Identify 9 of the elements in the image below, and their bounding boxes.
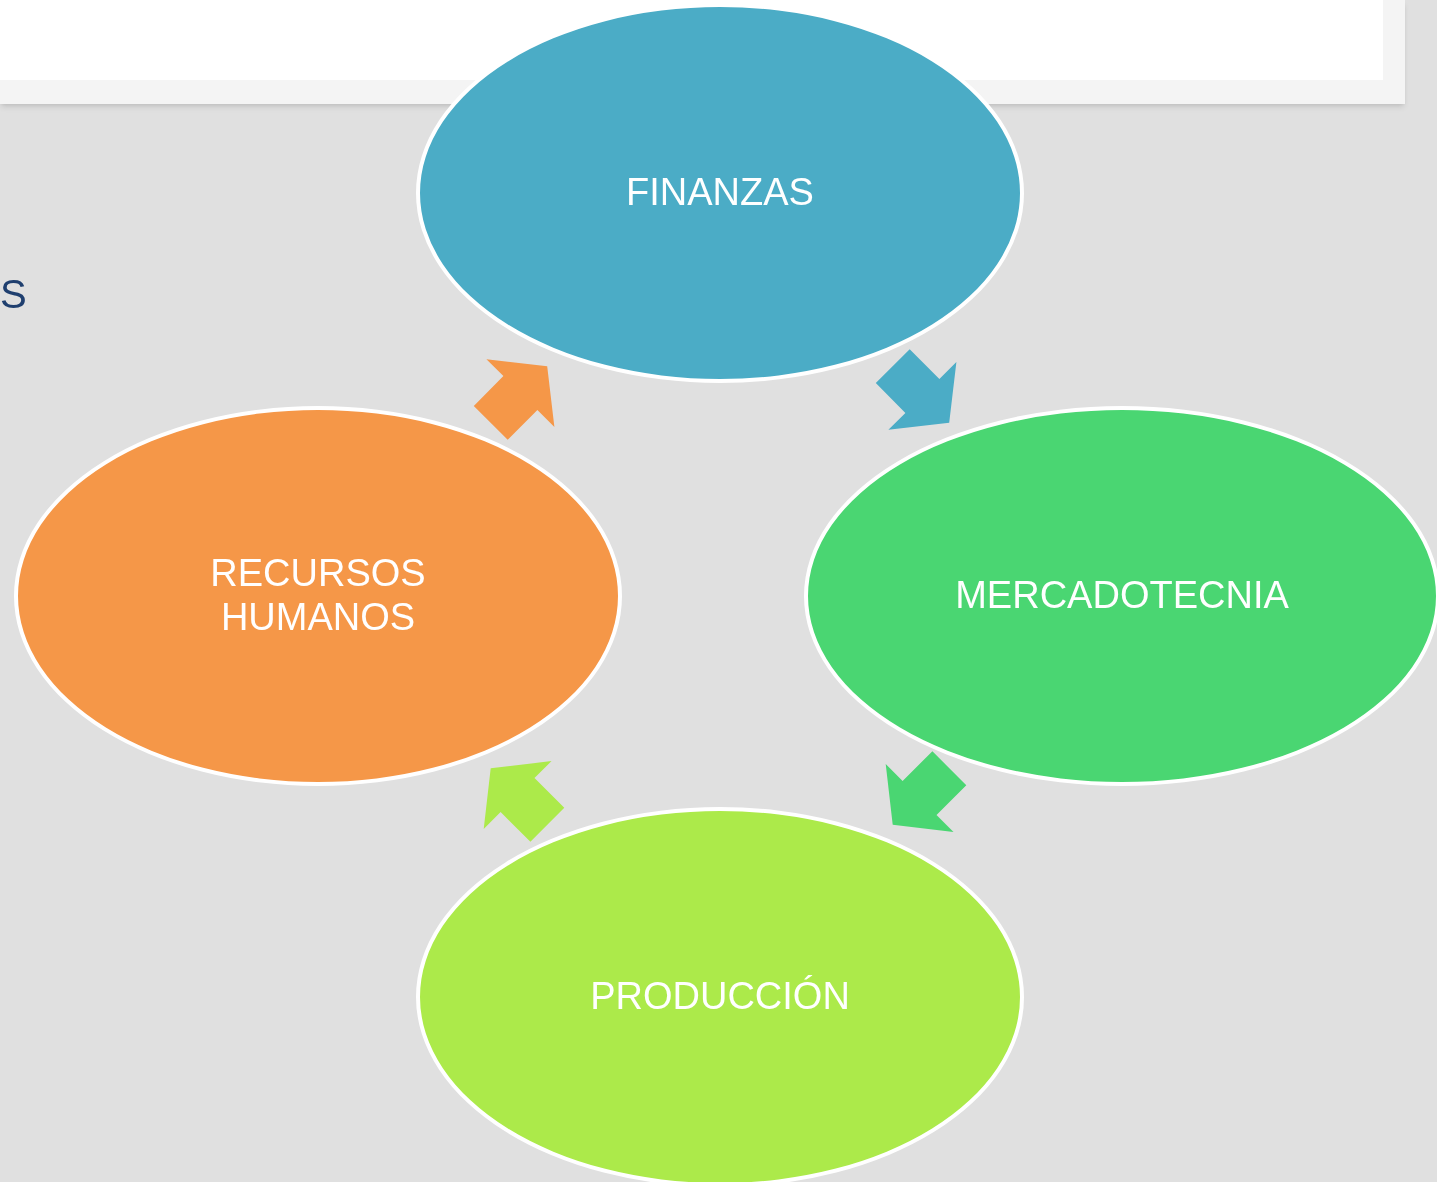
node-label: FINANZAS	[625, 171, 815, 215]
block-arrow	[483, 761, 565, 842]
heading-fragment: S	[0, 274, 27, 314]
block-arrow	[875, 349, 957, 430]
block-arrow	[885, 751, 967, 832]
node-label: MERCADOTECNIA	[954, 574, 1290, 618]
node-label: PRODUCCIÓN	[589, 975, 851, 1019]
node-label: RECURSOS HUMANOS	[209, 552, 427, 640]
block-arrow	[473, 359, 555, 440]
